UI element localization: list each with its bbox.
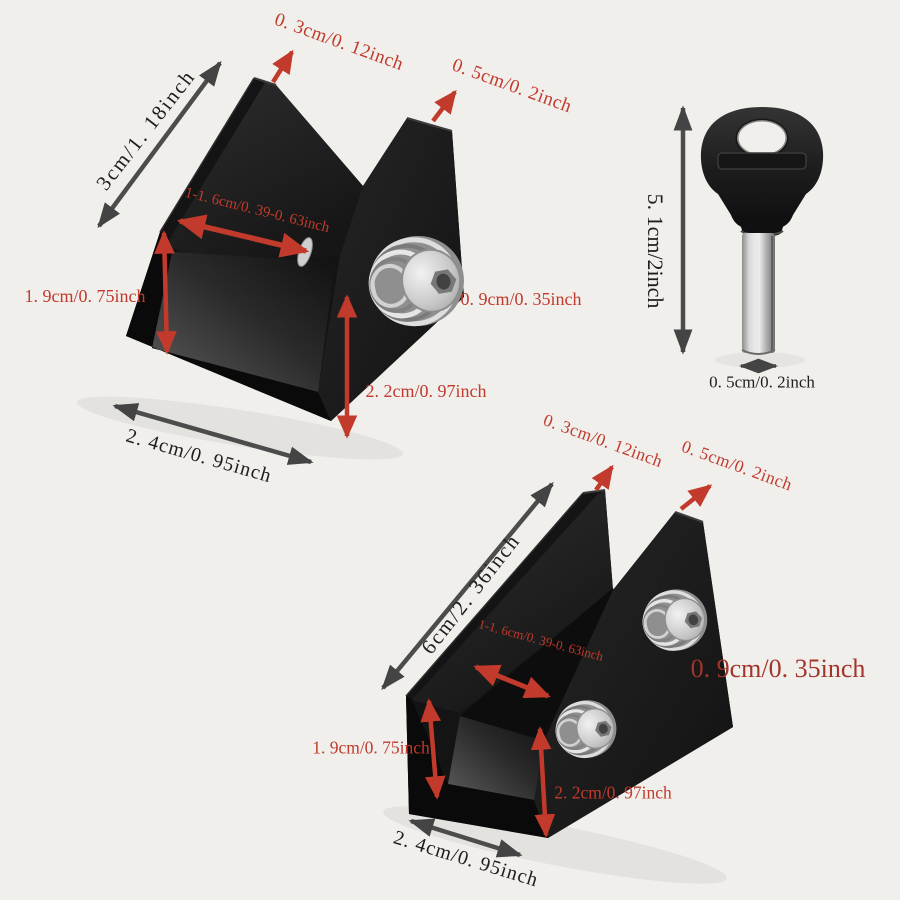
clamp-large-base-height-label: 2. 2cm/0. 97inch <box>554 782 672 803</box>
clamp-small-inner-depth-label: 1. 9cm/0. 75inch <box>24 286 146 306</box>
clamp-small-screw-diameter-label: 0. 9cm/0. 35inch <box>460 289 582 309</box>
clamp-large-inner-depth-label: 1. 9cm/0. 75inch <box>312 737 430 758</box>
key-length-label: 5. 1cm/2inch <box>643 193 668 309</box>
key-illustration <box>700 107 824 355</box>
clamp-small-base-height-label: 2. 2cm/0. 97inch <box>365 381 487 401</box>
clamp-large-screw-diameter-label: 0. 9cm/0. 35inch <box>690 654 866 683</box>
key-shaft-diameter-label: 0. 5cm/0. 2inch <box>709 372 815 392</box>
dimension-arrows <box>97 49 779 858</box>
